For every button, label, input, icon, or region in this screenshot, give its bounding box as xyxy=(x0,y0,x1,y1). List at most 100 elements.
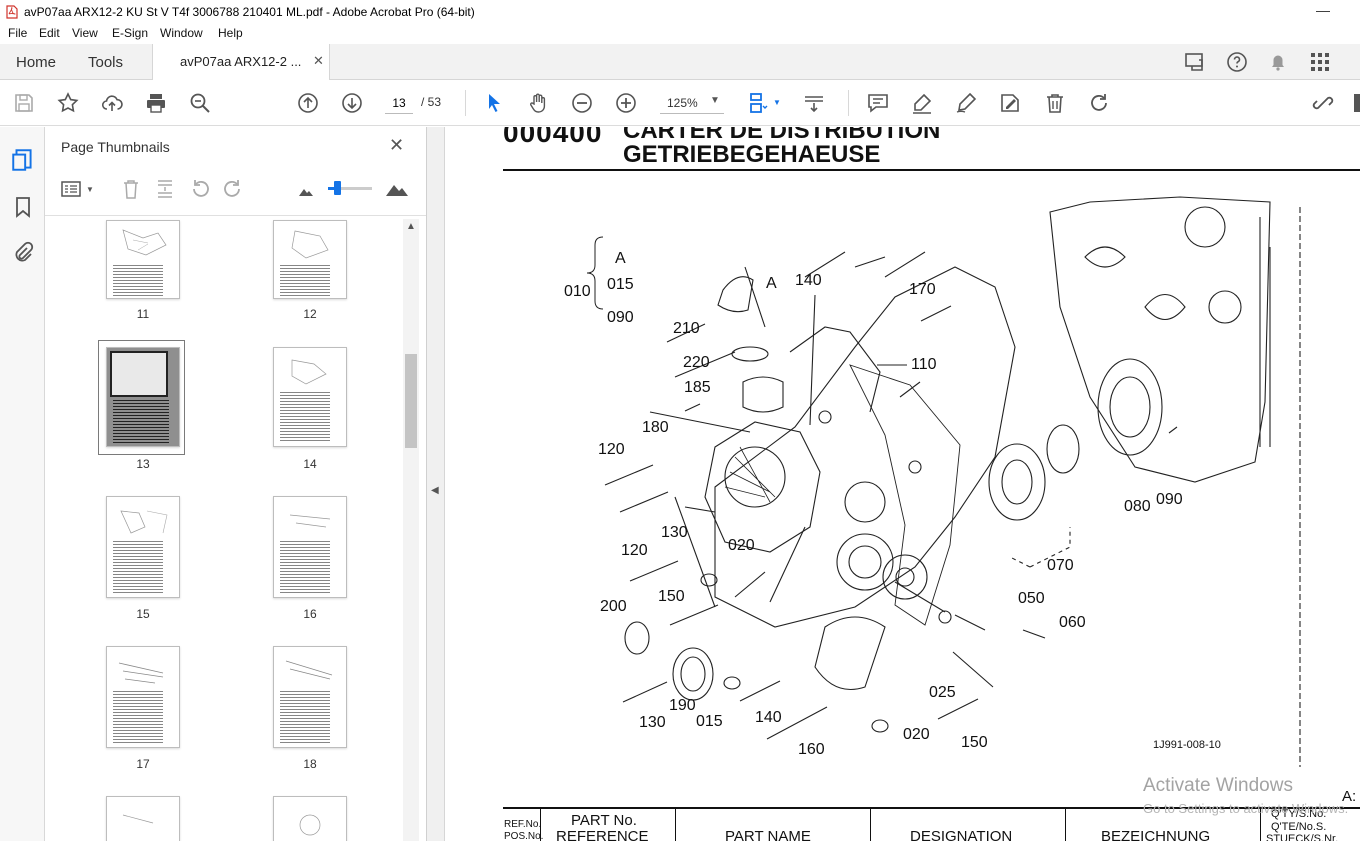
options-dropdown-icon[interactable]: ▼ xyxy=(86,185,94,194)
page-thumbnails-icon[interactable] xyxy=(10,147,36,173)
comment-icon[interactable] xyxy=(866,91,892,115)
scrollbar-thumb[interactable] xyxy=(405,354,417,448)
draw-pen-icon[interactable] xyxy=(954,91,980,115)
thumbnail-drawing xyxy=(291,230,329,259)
zoom-level-select[interactable]: 125% ▼ xyxy=(660,92,724,114)
menu-file[interactable]: File xyxy=(8,26,28,40)
callout-050: 050 xyxy=(1018,590,1045,607)
previous-page-icon[interactable] xyxy=(296,91,322,115)
thumbnail-page-14[interactable] xyxy=(273,347,347,447)
scroll-up-icon[interactable]: ▲ xyxy=(406,221,416,232)
tab-home[interactable]: Home xyxy=(16,54,57,71)
acrobat-icon xyxy=(6,5,18,19)
attachments-paperclip-icon[interactable] xyxy=(11,240,35,266)
panel-collapse-strip[interactable]: ◀ xyxy=(427,127,445,841)
thumbnail-page-18[interactable] xyxy=(273,646,347,748)
hand-tool-icon[interactable] xyxy=(526,91,552,115)
fill-sign-icon[interactable] xyxy=(998,91,1024,115)
menu-esign[interactable]: E-Sign xyxy=(112,26,149,40)
table-col-divider xyxy=(675,808,676,841)
menu-window[interactable]: Window xyxy=(160,26,203,40)
rotate-counterclockwise-icon[interactable] xyxy=(189,178,211,200)
zoom-in-icon[interactable] xyxy=(614,91,640,115)
upload-cloud-icon[interactable] xyxy=(100,91,126,115)
page-number-input[interactable] xyxy=(385,92,413,114)
thumbnail-label: 16 xyxy=(303,607,317,621)
callout-015: 015 xyxy=(607,276,634,293)
callout-190: 190 xyxy=(669,697,696,714)
delete-page-icon[interactable] xyxy=(121,178,141,200)
thumbnail-size-slider[interactable] xyxy=(328,187,372,190)
toolbar-overflow[interactable] xyxy=(1354,94,1360,112)
callout-120-b: 120 xyxy=(621,542,648,559)
menu-bar: File Edit View E-Sign Window Help xyxy=(0,24,1360,44)
highlight-icon[interactable] xyxy=(910,91,936,115)
tab-tools[interactable]: Tools xyxy=(88,54,124,71)
select-cursor-icon[interactable] xyxy=(482,91,508,115)
left-navigation-rail xyxy=(0,127,45,841)
callout-020-b: 020 xyxy=(903,726,930,743)
thumbnail-options-icon[interactable] xyxy=(61,179,83,199)
notification-bell-icon[interactable] xyxy=(1266,50,1290,74)
callout-130-b: 130 xyxy=(639,714,666,731)
callout-060: 060 xyxy=(1059,614,1086,631)
scroll-mode-icon[interactable] xyxy=(746,91,772,115)
collapse-arrow-icon[interactable]: ◀ xyxy=(431,485,439,496)
thumbnail-page-20[interactable] xyxy=(273,796,347,841)
col-ref-no: REF.No. xyxy=(504,819,542,830)
rotate-icon[interactable] xyxy=(1087,91,1113,115)
page-thumbnails-panel: Page Thumbnails ✕ ▼ 11 12 13 xyxy=(45,127,427,841)
tab-document[interactable]: avP07aa ARX12-2 ... ✕ xyxy=(152,44,330,80)
save-icon[interactable] xyxy=(12,91,38,115)
thumbnail-scrollbar[interactable]: ▲ xyxy=(403,219,419,841)
thumbnail-page-16[interactable] xyxy=(273,496,347,598)
table-top-rule xyxy=(503,807,1360,809)
zoom-out-icon[interactable] xyxy=(570,91,596,115)
thumbnail-page-15[interactable] xyxy=(106,496,180,598)
thumbnail-table xyxy=(113,541,163,593)
thumbnail-page-12[interactable] xyxy=(273,220,347,299)
close-panel-icon[interactable]: ✕ xyxy=(389,135,405,155)
document-view[interactable]: 000400 CARTER DE DISTRIBUTION GETRIEBEGE… xyxy=(445,127,1360,841)
zoom-search-icon[interactable] xyxy=(188,91,214,115)
thumbnail-page-19[interactable] xyxy=(106,796,180,841)
help-icon[interactable] xyxy=(1225,50,1249,74)
tab-document-label: avP07aa ARX12-2 ... xyxy=(180,54,302,69)
close-tab-icon[interactable]: ✕ xyxy=(313,53,324,68)
bookmarks-icon[interactable] xyxy=(11,194,35,220)
scroll-mode-dropdown-icon[interactable]: ▼ xyxy=(773,98,781,107)
thumbnail-page-11[interactable] xyxy=(106,220,180,299)
callout-130: 130 xyxy=(661,524,688,541)
print-icon[interactable] xyxy=(144,91,170,115)
drawing-reference: 1J991-008-10 xyxy=(1153,739,1221,751)
measure-icon[interactable] xyxy=(802,91,828,115)
menu-edit[interactable]: Edit xyxy=(39,26,60,40)
callout-140: 140 xyxy=(795,272,822,289)
bookmark-star-icon[interactable] xyxy=(56,91,82,115)
thumbnail-page-17[interactable] xyxy=(106,646,180,748)
minimize-button[interactable]: — xyxy=(1316,2,1330,18)
visible-area-indicator[interactable] xyxy=(110,351,168,397)
menu-view[interactable]: View xyxy=(72,26,98,40)
menu-help[interactable]: Help xyxy=(218,26,243,40)
page-total: / 53 xyxy=(421,95,442,109)
share-link-icon[interactable] xyxy=(1311,91,1337,115)
thumbnail-drawing xyxy=(120,510,168,534)
slider-handle[interactable] xyxy=(334,181,341,195)
table-col-divider xyxy=(540,808,541,841)
delete-trash-icon[interactable] xyxy=(1043,91,1069,115)
thumbnail-table xyxy=(280,392,330,442)
thumbnail-label: 15 xyxy=(136,607,150,621)
callout-160: 160 xyxy=(798,741,825,758)
next-page-icon[interactable] xyxy=(340,91,366,115)
share-screen-icon[interactable] xyxy=(1183,50,1207,74)
apps-grid-icon[interactable] xyxy=(1308,50,1332,74)
thumbnail-table xyxy=(280,691,330,743)
thumbnail-page-13[interactable] xyxy=(106,347,180,447)
small-thumbnails-icon[interactable] xyxy=(298,183,314,197)
tab-bar: Home Tools avP07aa ARX12-2 ... ✕ xyxy=(0,44,1360,80)
thumbnail-table xyxy=(113,265,163,297)
extract-pages-icon[interactable] xyxy=(155,178,175,200)
rotate-clockwise-icon[interactable] xyxy=(222,178,244,200)
large-thumbnails-icon[interactable] xyxy=(385,179,409,197)
